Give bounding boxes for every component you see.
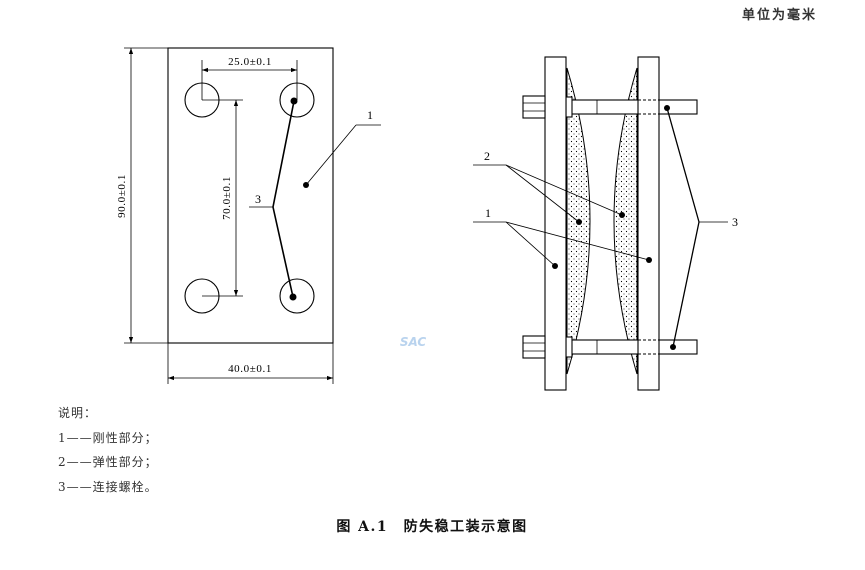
callout-leader-elastic bbox=[505, 164, 580, 223]
washer-bottom bbox=[565, 336, 573, 358]
legend-item: 1——刚性部分； bbox=[58, 430, 158, 445]
callout-dot bbox=[619, 212, 625, 218]
bolt-head-top bbox=[522, 95, 546, 119]
dimension-label-bottom: 40.0±0.1 bbox=[228, 363, 272, 375]
callout-leader-rigid bbox=[305, 124, 357, 186]
washer-top bbox=[565, 96, 573, 118]
rigid-plate-right bbox=[637, 56, 660, 391]
front-view: 25.0±0.1 70.0±0.1 90.0±0.1 40.0±0.1 3 1 bbox=[116, 47, 381, 384]
bolt-shank-bottom bbox=[565, 339, 698, 355]
callout-leader-elastic bbox=[505, 164, 623, 216]
rigid-plate-front bbox=[167, 47, 334, 344]
bolt-head-bottom bbox=[522, 335, 546, 359]
bolt-end-dot bbox=[290, 97, 298, 105]
callout-rigid-side: 1 bbox=[485, 206, 491, 220]
callout-dot bbox=[552, 263, 558, 269]
callout-leader-rigid bbox=[505, 221, 650, 261]
legend-item: 2——弹性部分； bbox=[58, 454, 158, 469]
callout-bolt-side: 3 bbox=[732, 215, 738, 229]
dimension-label-outer-vertical: 90.0±0.1 bbox=[116, 174, 128, 218]
bolt-end-dot bbox=[289, 293, 297, 301]
bolt-head-body bbox=[522, 95, 546, 119]
unit-note: 单位为毫米 bbox=[742, 7, 817, 23]
callout-dot bbox=[664, 105, 670, 111]
callout-elastic-side: 2 bbox=[484, 149, 490, 163]
callout-leader-rigid bbox=[505, 221, 556, 267]
callout-dot bbox=[670, 344, 676, 350]
figure-caption: 图 A.1 防失稳工装示意图 bbox=[336, 518, 527, 535]
dimension-label-inner-vertical: 70.0±0.1 bbox=[221, 176, 233, 220]
callout-leader-bolt bbox=[666, 107, 700, 348]
legend: 说明： 1——刚性部分； 2——弹性部分； 3——连接螺栓。 bbox=[58, 405, 158, 494]
bolt-shank-top bbox=[565, 99, 698, 115]
dimension-label-top: 25.0±0.1 bbox=[228, 56, 272, 68]
bolt-head-body bbox=[522, 335, 546, 359]
watermark-logo: SAC bbox=[400, 335, 427, 349]
connecting-bolt-front bbox=[272, 100, 295, 298]
callout-dot bbox=[576, 219, 582, 225]
hole-bottom-right bbox=[279, 278, 315, 314]
callout-rigid-front: 1 bbox=[367, 108, 373, 122]
callout-bolt-front: 3 bbox=[255, 192, 261, 206]
legend-title: 说明： bbox=[58, 405, 97, 420]
callout-dot bbox=[303, 182, 309, 188]
callout-dot bbox=[646, 257, 652, 263]
legend-item: 3——连接螺栓。 bbox=[58, 479, 158, 494]
rigid-plate-left bbox=[544, 56, 567, 391]
side-view: 2 1 3 bbox=[473, 56, 738, 391]
